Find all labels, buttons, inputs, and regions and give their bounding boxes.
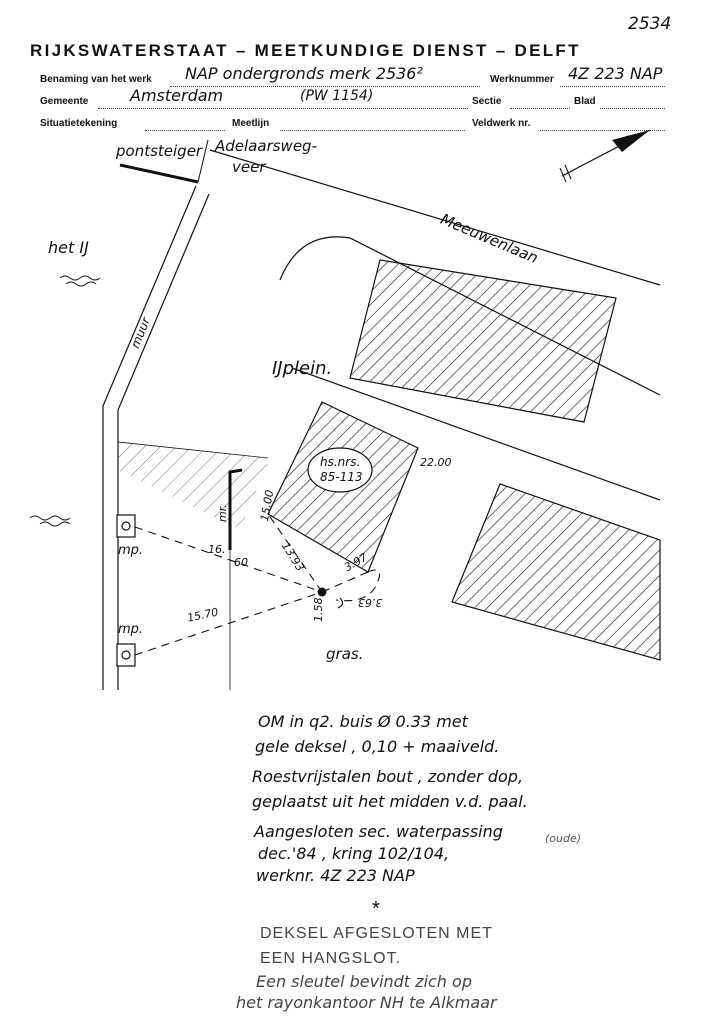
het-ij-label: het IJ	[48, 238, 89, 257]
note-line-2: gele deksel , 0,10 + maaiveld.	[255, 737, 500, 756]
measure-22-00: 22.00	[420, 456, 452, 469]
note-line-5: Aangesloten sec. waterpassing	[254, 822, 503, 841]
meetlijn-rule	[280, 130, 465, 131]
gemeente-label: Gemeente	[40, 96, 89, 107]
note-line-3: Roestvrijstalen bout , zonder dop,	[252, 767, 524, 786]
measuring-point-top	[116, 514, 136, 538]
note-line-4: geplaatst uit het midden v.d. paal.	[252, 792, 528, 811]
sectie-label: Sectie	[472, 96, 502, 107]
veer-label: veer	[232, 158, 266, 176]
mp-top-label: mp.	[118, 543, 144, 558]
gemeente-rule	[98, 108, 468, 109]
pw-value: (PW 1154)	[300, 88, 374, 104]
gras-label: gras.	[326, 645, 364, 663]
house-number-circle	[307, 447, 373, 493]
note-line-6: dec.'84 , kring 102/104,	[258, 844, 450, 863]
measure-16-60-b: 60	[234, 556, 248, 569]
road-edge-south	[279, 236, 661, 396]
measure-3-63: 3.63	[358, 596, 383, 609]
veldwerk-rule	[540, 130, 665, 131]
measure-16-60-a: 16.	[208, 543, 226, 556]
note2-line-1: DEKSEL AFGESLOTEN MET	[260, 925, 493, 942]
road-edge-north	[209, 149, 661, 286]
building-north	[349, 259, 617, 423]
werknummer-rule	[560, 86, 665, 87]
situatietekening-rule	[145, 130, 225, 131]
hatched-grass-area	[118, 442, 270, 530]
building-east	[451, 483, 661, 661]
north-arrow-icon	[559, 129, 651, 183]
mr-label: mr.	[216, 504, 229, 522]
benaming-rule	[170, 86, 480, 87]
wall-mr	[228, 468, 243, 550]
veldwerk-label: Veldwerk nr.	[472, 118, 531, 129]
blad-rule	[600, 108, 665, 109]
benaming-value: NAP ondergronds merk 2536²	[185, 64, 423, 83]
sheet-number: 2534	[628, 14, 672, 34]
benchmark-point	[317, 587, 327, 597]
veer-divider	[197, 139, 209, 183]
ij-plein-label: IJplein.	[272, 358, 333, 379]
benaming-label: Benaming van het werk	[40, 74, 152, 85]
meetlijn-label: Meetlijn	[232, 118, 270, 129]
measure-1-58: 1.58	[312, 597, 325, 623]
house-numbers-label: hs.nrs.	[320, 455, 361, 469]
situatietekening-label: Situatietekening	[40, 118, 118, 129]
note2-line-4: het rayonkantoor NH te Alkmaar	[236, 993, 497, 1012]
adelaarsweg-label: Adelaarsweg-	[215, 137, 317, 155]
note-oude: (oude)	[545, 832, 582, 845]
werknummer-value: 4Z 223 NAP	[568, 64, 663, 83]
gemeente-value: Amsterdam	[130, 86, 224, 105]
werknummer-label: Werknummer	[490, 74, 554, 85]
quay-wall	[102, 185, 210, 690]
plein-edge	[291, 367, 661, 501]
measuring-point-bottom	[116, 643, 136, 667]
hatch-edge	[117, 441, 269, 459]
water-waves-icon	[29, 275, 101, 527]
note-asterisk: *	[372, 898, 380, 920]
sectie-rule	[510, 108, 570, 109]
blad-label: Blad	[574, 96, 596, 107]
mp-bottom-label: mp.	[118, 622, 144, 637]
pontsteiger-line	[119, 163, 199, 184]
note2-line-3: Een sleutel bevindt zich op	[256, 972, 472, 991]
pontsteiger-label: pontsteiger	[116, 142, 203, 160]
note-line-7: werknr. 4Z 223 NAP	[256, 866, 415, 885]
house-range-label: 85-113	[320, 470, 363, 484]
note-line-1: OM in q2. buis Ø 0.33 met	[258, 712, 468, 731]
document-title: RIJKSWATERSTAAT – MEETKUNDIGE DIENST – D…	[30, 41, 581, 60]
note2-line-2: EEN HANGSLOT.	[260, 950, 402, 967]
measurement-lines	[134, 513, 381, 656]
